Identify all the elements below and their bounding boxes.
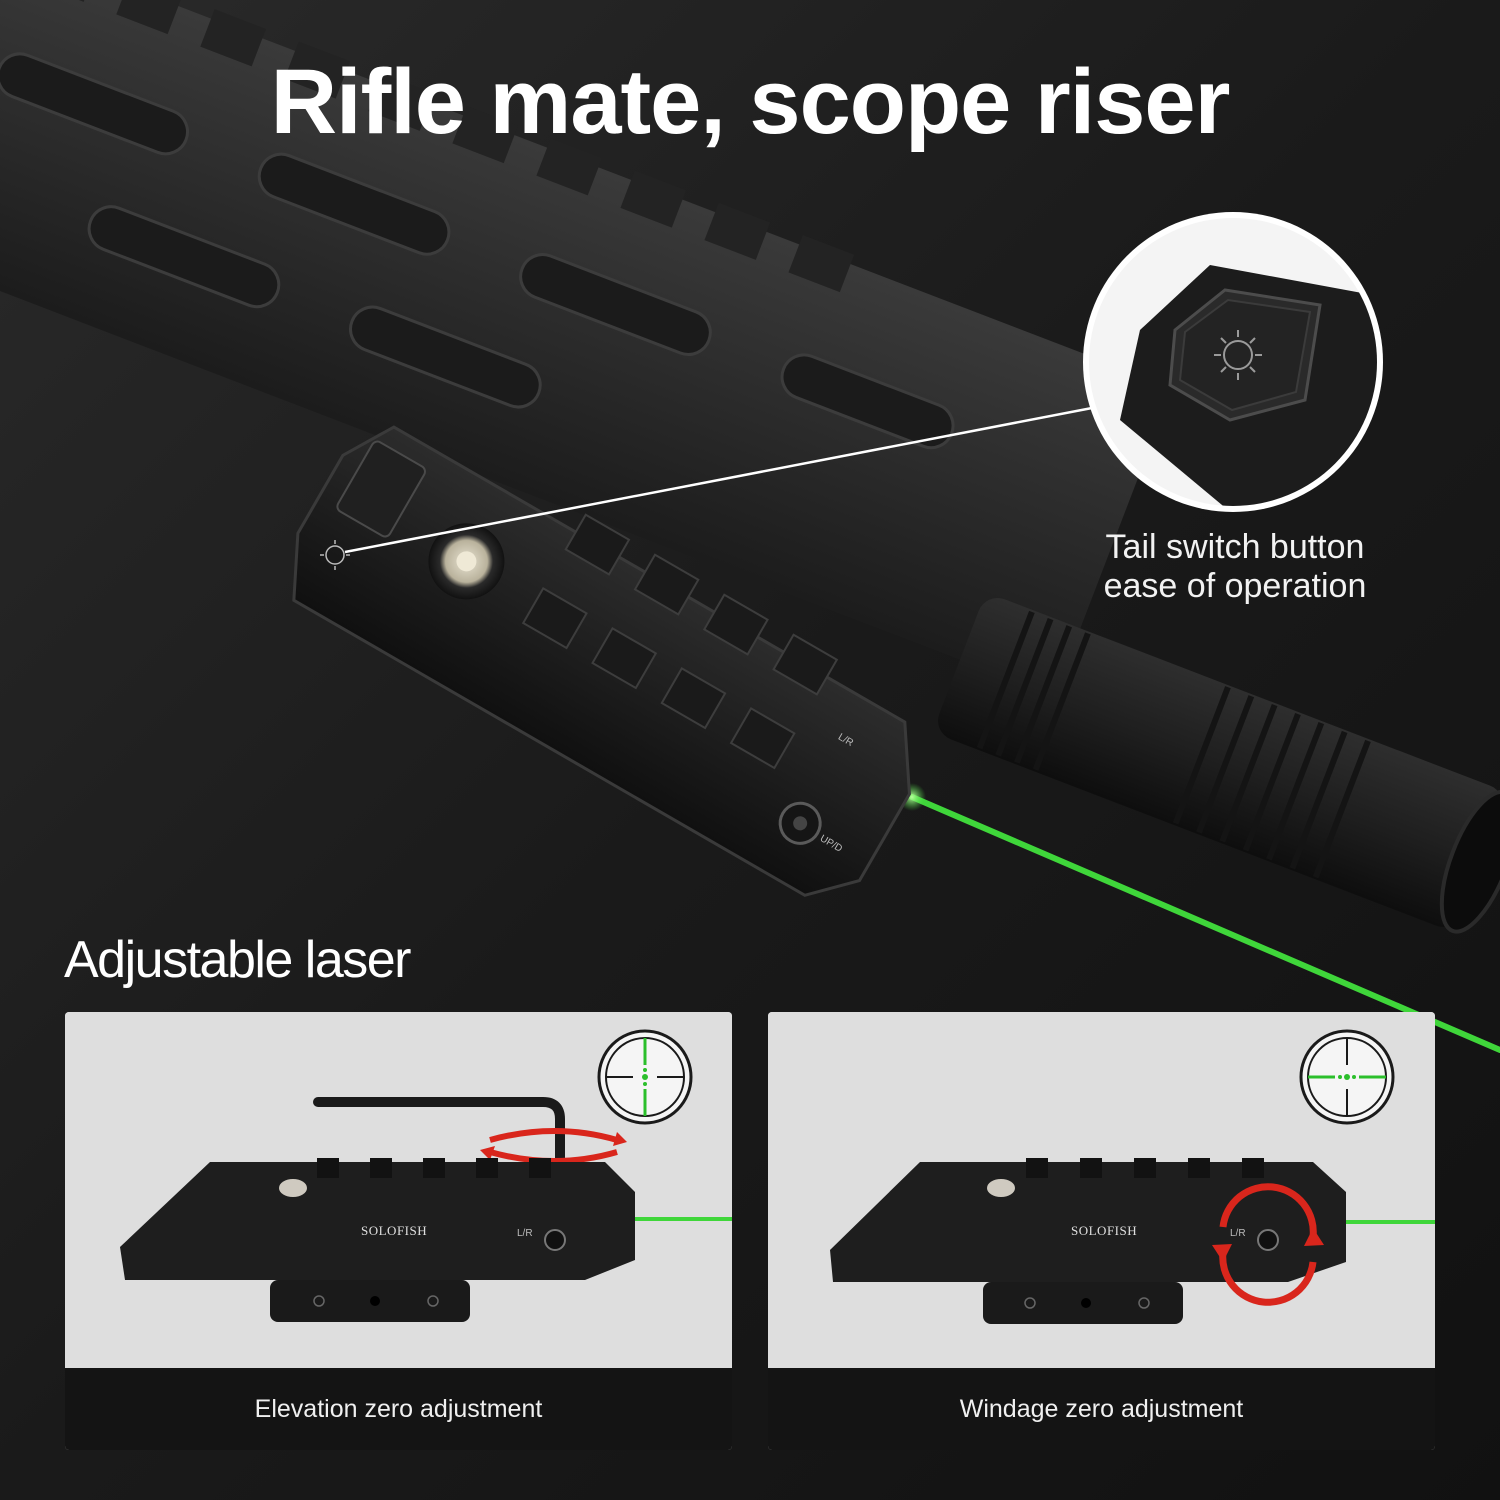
elevation-illustration: SOLOFISH L/R: [65, 1012, 732, 1368]
laser-beam: [909, 794, 1500, 1053]
elevation-caption: Elevation zero adjustment: [65, 1368, 732, 1450]
brand-label: SOLOFISH: [361, 1223, 427, 1238]
dial-label: L/R: [1230, 1228, 1246, 1239]
callout-text: Tail switch button ease of operation: [1060, 528, 1410, 606]
rotate-arrow-icon: [489, 1128, 618, 1164]
barrel: [938, 597, 1500, 934]
dial-label: L/R: [517, 1228, 533, 1239]
windage-caption: Windage zero adjustment: [768, 1368, 1435, 1450]
reticle-icon: [597, 1029, 693, 1125]
brand-label: SOLOFISH: [1071, 1223, 1137, 1238]
hex-key: [313, 1097, 565, 1175]
callout-leader-line: [344, 406, 1093, 554]
callout-line-1: Tail switch button: [1105, 528, 1365, 566]
handguard: [0, 0, 1164, 688]
windage-panel: SOLOFISH L/R Windage zero adjustment: [768, 1012, 1435, 1450]
callout-line-2: ease of operation: [1103, 567, 1367, 605]
section-title: Adjustable laser: [64, 931, 412, 989]
headline: Rifle mate, scope riser: [270, 51, 1231, 153]
rotate-arrow-icon: [1219, 1183, 1317, 1306]
elevation-panel: SOLOFISH L/R Elevation zero adjustment: [65, 1012, 732, 1450]
sun-icon: [320, 540, 350, 570]
laser-mount: UP/D L/R: [292, 425, 911, 897]
windage-illustration: SOLOFISH L/R: [768, 1012, 1435, 1368]
callout-magnifier: [1083, 212, 1383, 512]
reticle-icon: [1299, 1029, 1395, 1125]
